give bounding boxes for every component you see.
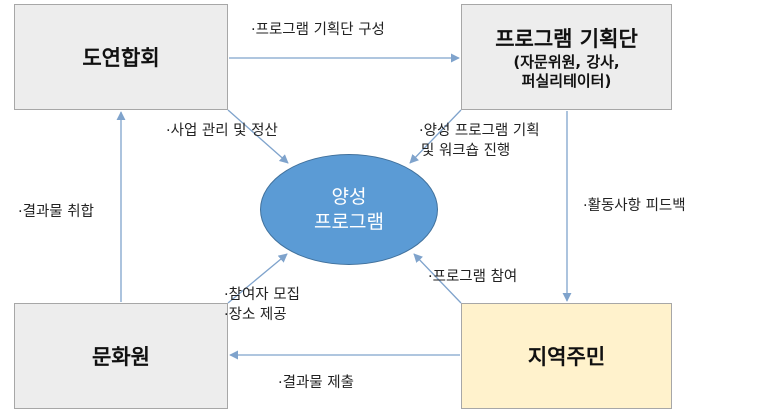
node-dohyeop-title: 도연합회 — [82, 46, 160, 70]
node-jiyeok: 지역주민 — [461, 303, 672, 409]
edge-label-jiyeok-to-munhwa: ·결과물 제출 — [278, 375, 354, 391]
edge-label-dohyeop-to-planning: ·프로그램 기획단 구성 — [251, 22, 385, 38]
node-munhwa: 문화원 — [14, 303, 228, 409]
node-planning: 프로그램 기획단 (자문위원, 강사, 퍼실리테이터) — [461, 4, 672, 110]
arrow-munhwa-to-center — [227, 253, 288, 304]
edge-label-jiyeok-to-center: ·프로그램 참여 — [428, 269, 518, 285]
edge-label-munhwa-to-dohyeop: ·결과물 취합 — [18, 204, 94, 220]
center-line-2: 프로그램 — [314, 210, 384, 233]
node-planning-subtitle-1: (자문위원, 강사, — [513, 53, 620, 71]
arrow-planning-to-center — [409, 109, 462, 164]
node-center-program: 양성 프로그램 — [260, 154, 438, 265]
node-jiyeok-title: 지역주민 — [527, 345, 606, 369]
edge-label-dohyeop-to-center: ·사업 관리 및 정산 — [166, 123, 278, 139]
center-line-1: 양성 — [331, 185, 367, 208]
node-planning-subtitle-2: 퍼실리테이터) — [521, 72, 612, 90]
node-planning-title: 프로그램 기획단 — [495, 27, 638, 51]
arrow-dohyeop-to-center — [227, 109, 289, 164]
edge-label-planning-to-center-2: 및 워크숍 진행 — [421, 143, 511, 159]
edge-label-planning-to-center-1: ·양성 프로그램 기획 — [419, 123, 540, 139]
edge-label-munhwa-to-center-2: ·장소 제공 — [224, 307, 287, 323]
edge-label-munhwa-to-center-1: ·참여자 모집 — [224, 287, 300, 303]
node-dohyeop: 도연합회 — [14, 4, 228, 110]
edge-label-planning-to-jiyeok: ·활동사항 피드백 — [583, 198, 686, 214]
node-munhwa-title: 문화원 — [92, 345, 150, 369]
arrow-jiyeok-to-center — [413, 253, 462, 304]
